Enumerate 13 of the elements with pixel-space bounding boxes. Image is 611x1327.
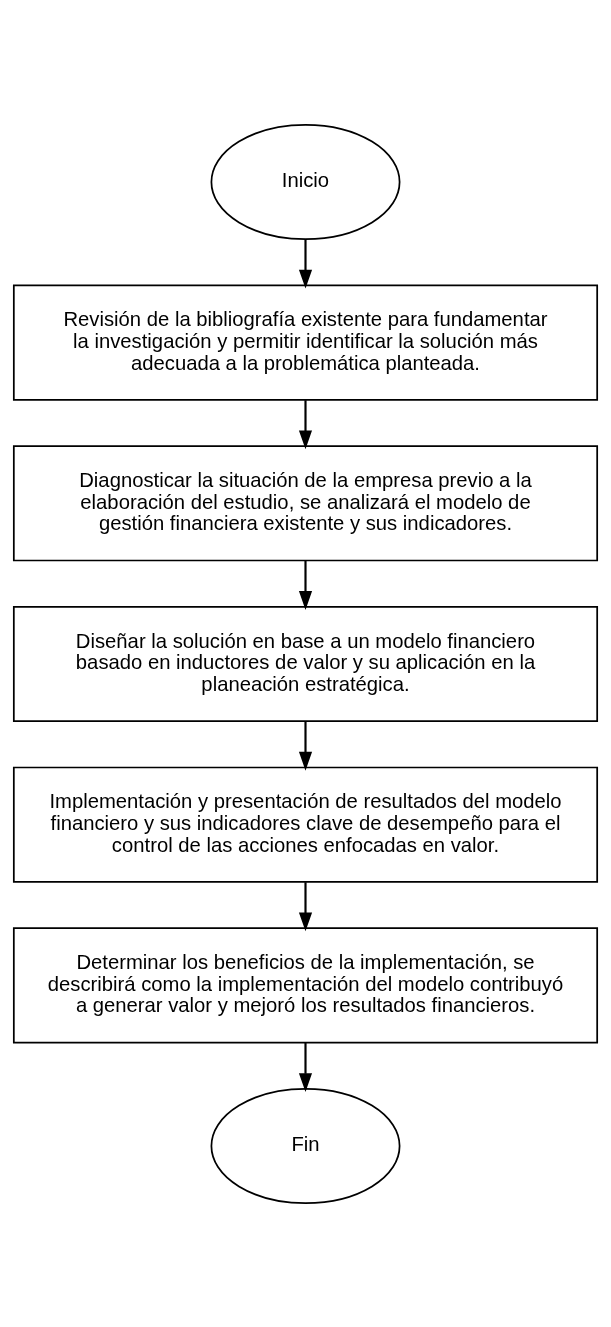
arrow <box>298 1042 313 1092</box>
node-ellipse: Inicio <box>210 123 401 240</box>
arrow <box>298 399 313 449</box>
node-box: Implementación y presentación de resultados del modelo financiero y sus indicadores clave de desempeño para el control de las acciones enfocadas en valor. <box>12 766 599 883</box>
arrow <box>298 560 313 610</box>
node-box: Diseñar la solución en base a un modelo financiero basado en inductores de valor y su aplicación en la planeación estratégica. <box>12 605 599 722</box>
arrow <box>298 239 313 289</box>
node-box: Determinar los beneficios de la implementación, se describirá como la implementación del modelo contribuyó a generar valor y mejoró los resultados financieros. <box>12 926 599 1043</box>
arrow <box>298 881 313 931</box>
arrow <box>298 721 313 771</box>
node-ellipse: Fin <box>210 1087 401 1204</box>
node-box: Revisión de la bibliografía existente para fundamentar la investigación y permitir identificar la solución más adecuada a la problemática planteada. <box>12 284 599 401</box>
node-box: Diagnosticar la situación de la empresa previo a la elaboración del estudio, se analizará el modelo de gestión financiera existente y sus indicadores. <box>12 444 599 561</box>
